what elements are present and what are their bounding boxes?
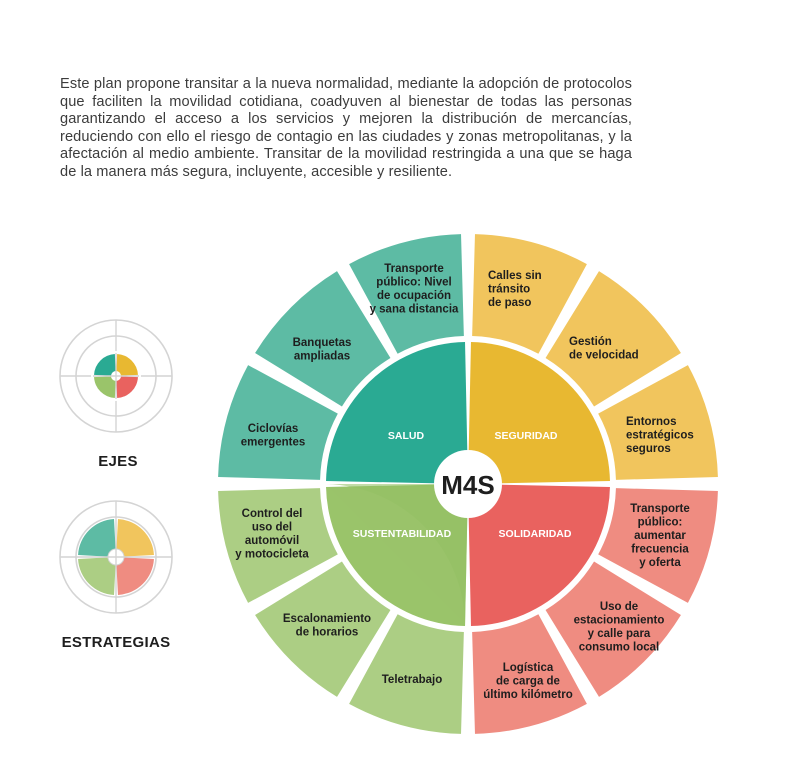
axis-label-sustentabilidad: SUSTENTABILIDAD — [353, 528, 452, 540]
axis-label-solidaridad: SOLIDARIDAD — [499, 528, 572, 540]
axis-sector-solidaridad — [468, 484, 610, 626]
strategy-segment-sustentabilidad-2 — [255, 561, 391, 697]
strategy-segment-solidaridad-3 — [472, 614, 587, 734]
strategy-segment-salud-1 — [218, 365, 338, 480]
axis-sector-salud — [326, 342, 468, 484]
ejes-label: EJES — [98, 453, 138, 470]
strategy-segment-salud-2 — [255, 271, 391, 407]
strategy-segment-sustentabilidad-1 — [349, 614, 464, 734]
strategy-segment-seguridad-3 — [598, 365, 718, 480]
strategy-segment-seguridad-2 — [545, 271, 681, 407]
axis-sector-seguridad — [468, 342, 610, 484]
strategy-segment-salud-3 — [349, 234, 464, 354]
estrategias-label: ESTRATEGIAS — [61, 634, 171, 651]
strategy-segment-seguridad-1 — [472, 234, 587, 354]
strategy-segment-sustentabilidad-3 — [218, 488, 338, 603]
strategy-segment-solidaridad-2 — [545, 561, 681, 697]
axis-label-salud: SALUD — [388, 430, 425, 442]
center-label: M4S — [441, 470, 494, 500]
strategy-label-teletrabajo: Teletrabajo — [382, 674, 443, 686]
sustentabilidad-shade — [326, 484, 468, 626]
axis-label-seguridad: SEGURIDAD — [494, 430, 557, 442]
center-hub — [434, 450, 502, 518]
sustentabilidad-diagonal — [328, 487, 465, 624]
intro-paragraph: Este plan propone transitar a la nueva n… — [60, 76, 632, 180]
ejes-legend-icon — [59, 319, 173, 433]
estrategias-legend-icon — [59, 500, 173, 614]
strategy-segment-solidaridad-1 — [598, 488, 718, 603]
